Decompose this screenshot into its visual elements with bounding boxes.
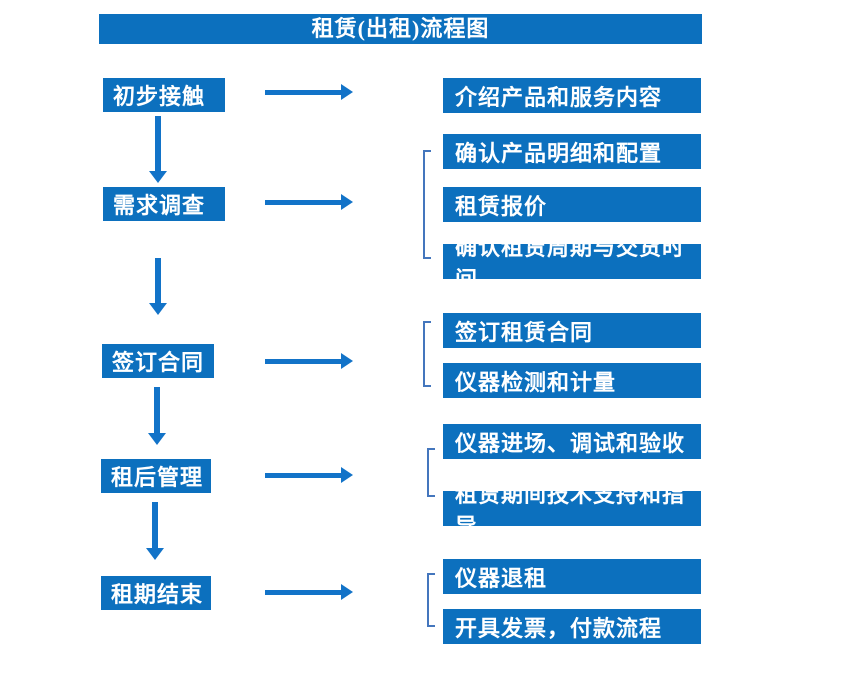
stage-box-post-rental-management: 租后管理 [101,459,211,493]
detail-box-instrument-inspection: 仪器检测和计量 [443,363,701,398]
detail-box-instrument-return: 仪器退租 [443,559,701,594]
arrow-right-icon [265,194,353,210]
detail-box-technical-support: 租赁期间技术支持和指导 [443,482,701,539]
group-bracket [423,321,431,387]
arrow-right-icon [265,84,353,100]
arrow-right-icon [265,584,353,600]
detail-box-sign-rental-contract: 签订租赁合同 [443,313,701,348]
detail-box-instrument-setup-acceptance: 仪器进场、调试和验收 [443,424,701,459]
detail-box-confirm-rental-period: 确认租赁周期与交货时间 [443,235,701,292]
detail-box-invoice-payment: 开具发票，付款流程 [443,609,701,644]
arrow-right-icon [265,353,353,369]
page-title: 租赁(出租)流程图 [99,14,702,44]
detail-box-introduce-products: 介绍产品和服务内容 [443,78,701,113]
arrow-right-icon [265,467,353,483]
stage-box-initial-contact: 初步接触 [103,78,225,112]
stage-box-rental-end: 租期结束 [101,576,211,610]
group-bracket [423,150,431,259]
stage-box-demand-survey: 需求调查 [103,187,225,221]
detail-box-rental-quote: 租赁报价 [443,187,701,222]
arrow-down-icon [149,116,167,183]
group-bracket [427,573,435,627]
arrow-down-icon [148,387,166,445]
detail-box-confirm-product-details: 确认产品明细和配置 [443,134,701,169]
arrow-down-icon [149,258,167,315]
group-bracket [427,448,435,497]
arrow-down-icon [146,502,164,560]
stage-box-sign-contract: 签订合同 [102,344,214,378]
